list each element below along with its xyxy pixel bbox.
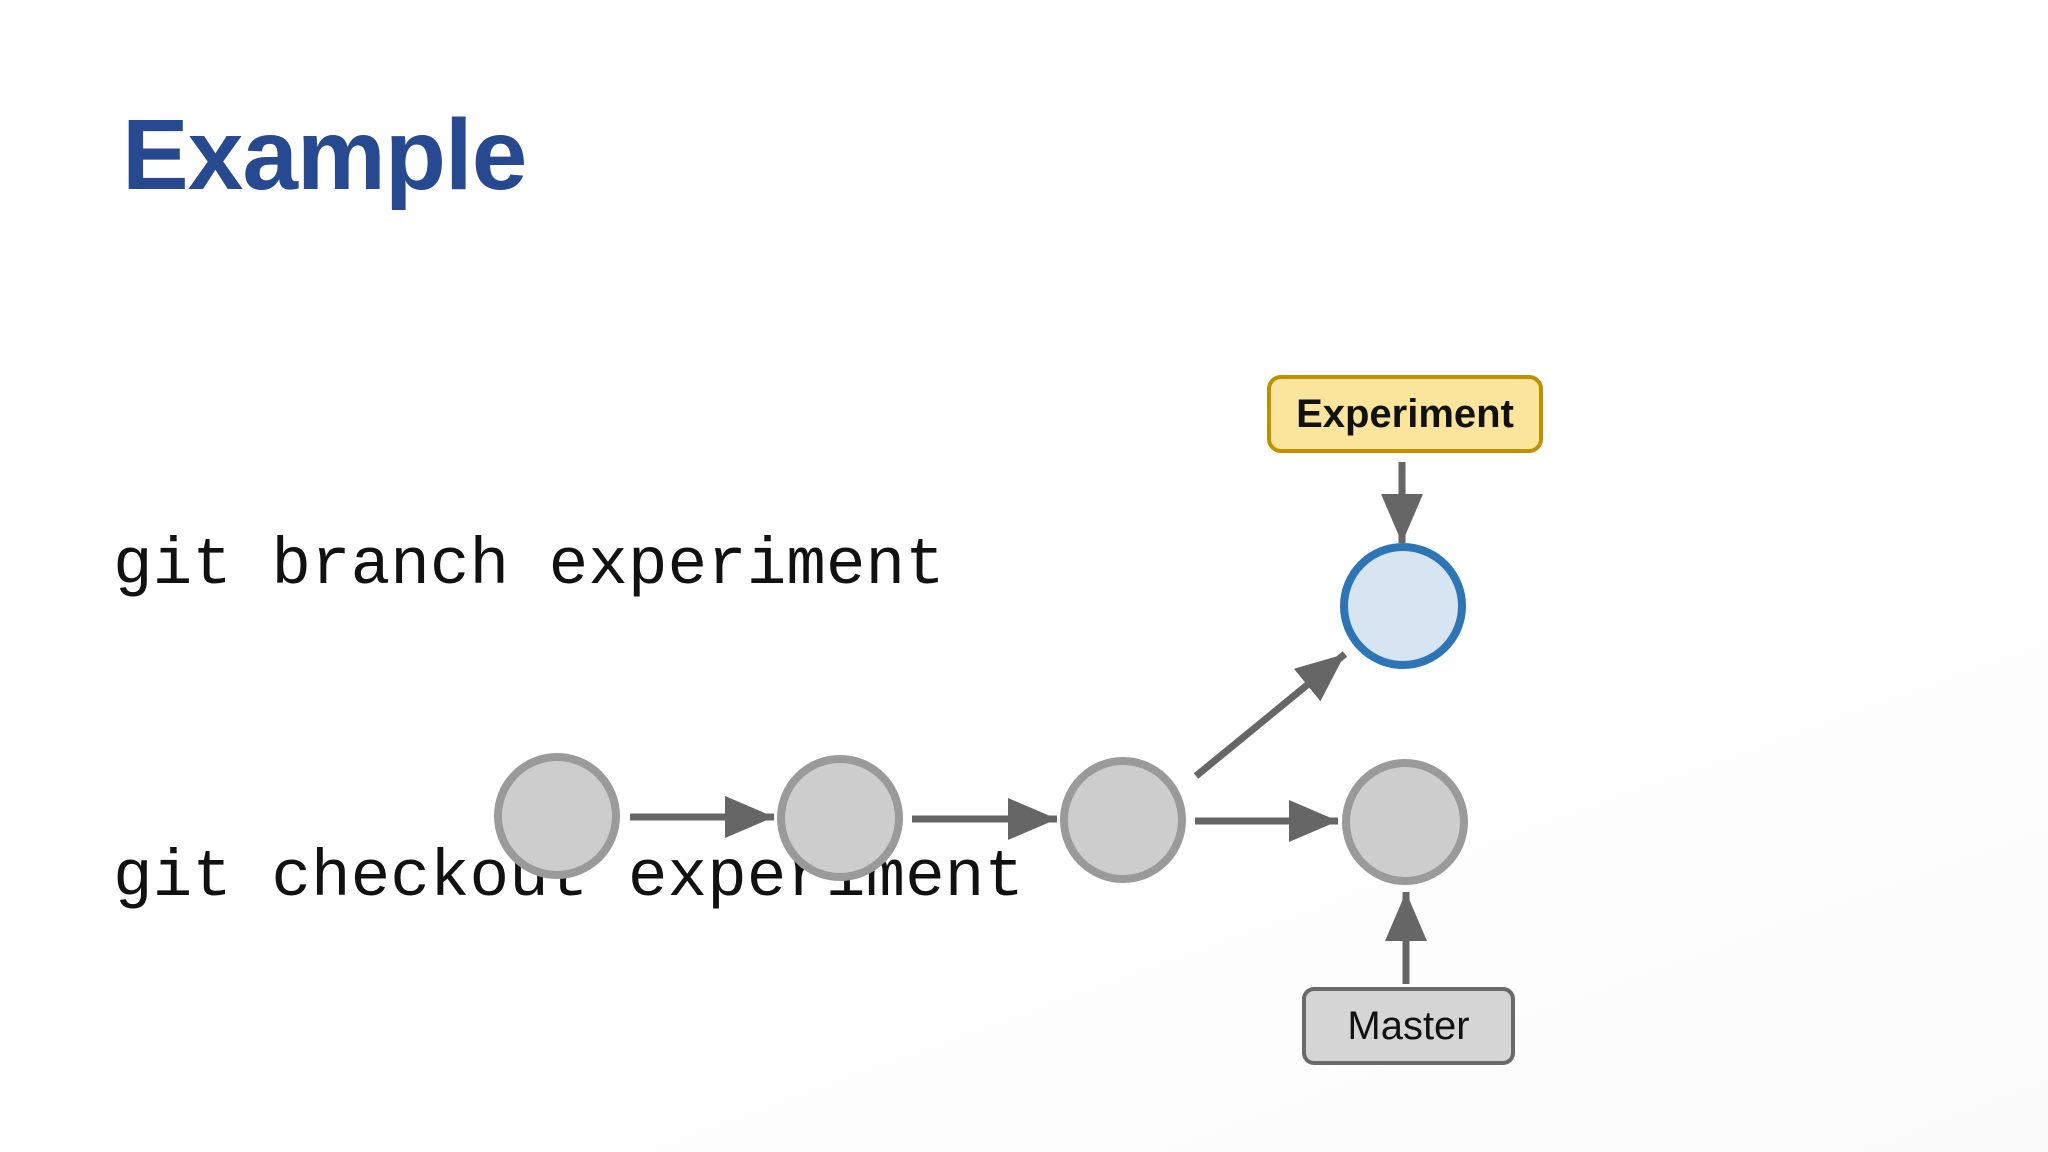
commit-node-2 bbox=[777, 755, 903, 881]
git-command-checkout: git checkout experiment bbox=[113, 840, 1024, 915]
page-title: Example bbox=[122, 99, 527, 211]
commit-node-experiment bbox=[1340, 543, 1466, 669]
commit-node-1 bbox=[494, 753, 620, 879]
git-commands: git branch experiment git checkout exper… bbox=[113, 306, 1024, 1138]
commit-node-3 bbox=[1060, 757, 1186, 883]
arrow-commit3-experiment-commit bbox=[1193, 651, 1348, 779]
git-command-branch: git branch experiment bbox=[113, 528, 945, 603]
experiment-branch-label: Experiment bbox=[1267, 375, 1543, 453]
master-branch-label: Master bbox=[1302, 987, 1515, 1065]
commit-node-4 bbox=[1342, 759, 1468, 885]
